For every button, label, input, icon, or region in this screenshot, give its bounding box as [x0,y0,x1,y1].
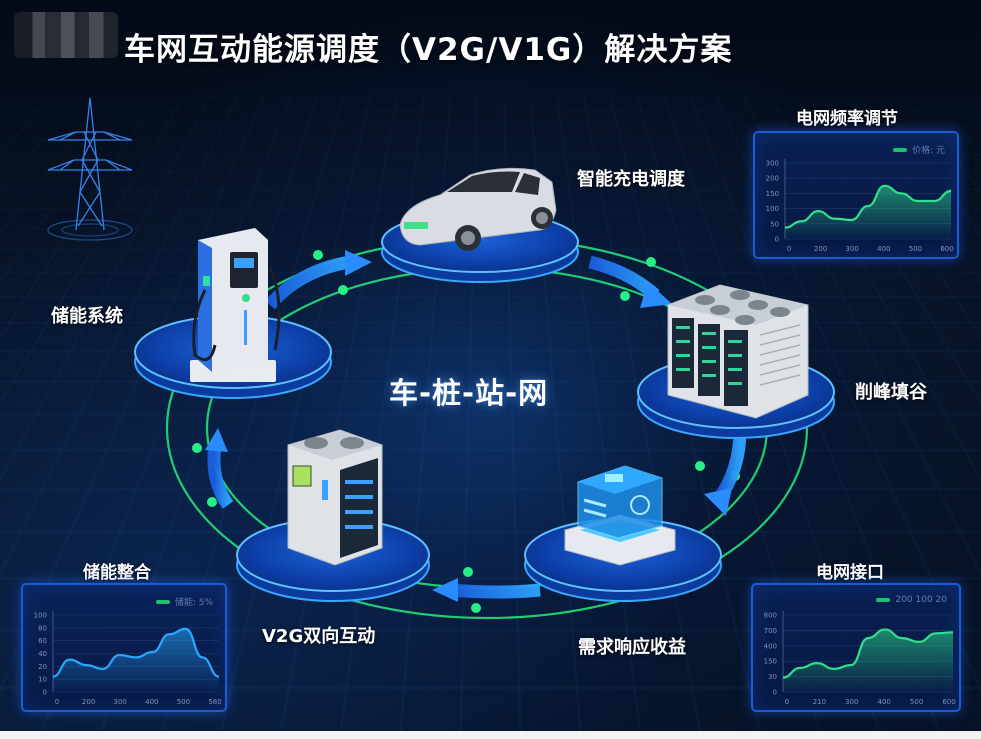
node-label-v2g: V2G双向互动 [262,626,376,647]
svg-text:500: 500 [909,245,922,253]
node-label-car: 智能充电调度 [577,169,685,190]
chart-title-storage-integration: 储能整合 [83,563,151,583]
svg-text:0: 0 [55,698,59,706]
svg-text:20: 20 [38,663,47,671]
area-chart-grid-frequency: 0 50 100 150 200 300 0 200 300 400 500 600 [766,159,954,253]
center-label: 车-桩-站-网 [389,376,549,410]
svg-text:50: 50 [770,220,779,228]
svg-text:0: 0 [775,236,779,244]
logo [14,12,118,58]
svg-text:0: 0 [785,698,789,706]
svg-text:700: 700 [764,627,777,635]
electric-suv-icon [399,167,557,251]
svg-text:400: 400 [877,245,890,253]
bottom-bar [0,731,981,739]
svg-text:500: 500 [910,698,923,706]
area-chart-grid-interface: 0 30 150 400 700 800 0 210 300 400 500 600 [764,611,956,706]
svg-text:500: 500 [177,698,190,706]
svg-text:300: 300 [766,160,779,168]
svg-text:100: 100 [34,612,47,620]
svg-text:200: 200 [82,698,95,706]
chart-title-grid-frequency: 电网频率调节 [796,109,898,129]
chart-legend: 200 100 20 [876,595,947,605]
svg-text:200: 200 [766,175,779,183]
svg-text:0: 0 [43,689,47,697]
node-label-server: 需求响应收益 [578,637,686,658]
svg-text:100: 100 [766,205,779,213]
svg-text:200: 200 [814,245,827,253]
svg-text:600: 600 [942,698,955,706]
svg-text:150: 150 [764,658,777,666]
svg-text:80: 80 [38,624,47,632]
battery-storage-cabinet-icon [667,284,809,419]
node-label-storage-cabinet: 削峰填谷 [855,382,927,403]
chart-panel-grid-frequency: 价格: 元 0 50 100 150 200 300 0 200 300 400 500 600 [753,131,959,259]
svg-text:580: 580 [208,698,221,706]
svg-text:210: 210 [813,698,826,706]
svg-text:0: 0 [787,245,791,253]
power-tower-icon [47,97,133,241]
chart-panel-grid-interface: 200 100 20 0 30 150 400 700 800 0 210 300 400 500 6… [751,583,961,712]
inverter-cabinet-icon [287,429,383,566]
svg-text:400: 400 [878,698,891,706]
chart-panel-storage-integration: 储能: 5% 0 10 20 40 60 80 100 0 200 300 400 500 580 [21,583,227,712]
svg-text:10: 10 [38,676,47,684]
svg-text:30: 30 [768,673,777,681]
svg-text:300: 300 [845,698,858,706]
svg-text:600: 600 [940,245,953,253]
node-label-charger: 储能系统 [51,306,123,327]
svg-text:300: 300 [846,245,859,253]
svg-text:60: 60 [38,637,47,645]
svg-text:150: 150 [766,190,779,198]
page-title: 车网互动能源调度（V2G/V1G）解决方案 [124,32,733,68]
svg-text:800: 800 [764,612,777,620]
charging-pile-icon [190,228,281,382]
chart-title-grid-interface: 电网接口 [816,563,884,583]
area-chart-storage-integration: 0 10 20 40 60 80 100 0 200 300 400 500 580 [34,611,222,706]
svg-text:400: 400 [145,698,158,706]
svg-text:400: 400 [764,642,777,650]
chart-legend: 价格: 元 [893,143,945,156]
control-box-icon [564,465,676,566]
svg-text:40: 40 [38,650,47,658]
svg-text:0: 0 [773,689,777,697]
svg-text:300: 300 [114,698,127,706]
chart-legend: 储能: 5% [155,595,213,608]
